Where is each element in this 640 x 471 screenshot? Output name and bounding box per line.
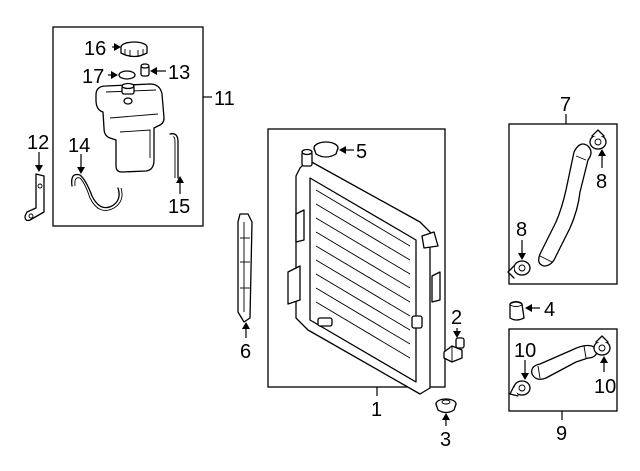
radiator-mount-grommet (435, 398, 457, 414)
callout-8-upper-clamp: 8 (596, 171, 607, 193)
callout-1: 1 (371, 399, 382, 421)
callout-6: 6 (240, 341, 251, 363)
overflow-hose-inner (74, 177, 123, 211)
callout-10-right-clamp: 10 (594, 376, 616, 398)
drain-plug (443, 337, 465, 363)
callout-10-left-clamp: 10 (514, 340, 536, 362)
callout-8-lower-clamp: 8 (516, 219, 527, 241)
reservoir-hose-inner (172, 136, 176, 178)
callout-16: 16 (84, 38, 106, 60)
callout-3: 3 (440, 429, 451, 451)
upper-hose-clamp-bottom (507, 260, 531, 279)
callout-5: 5 (356, 141, 367, 163)
overflow-hose (71, 173, 120, 209)
cap-seal-ring (118, 70, 136, 80)
callout-4: 4 (544, 299, 555, 321)
callout-13: 13 (168, 62, 190, 84)
callout-11: 11 (214, 88, 235, 110)
upper-hose-group-box (508, 123, 618, 285)
callout-9: 9 (556, 423, 567, 445)
radiator (287, 148, 441, 395)
coolant-reservoir (95, 82, 165, 173)
lower-hose-clamp-right (593, 335, 611, 356)
lower-hose-group-box (508, 328, 618, 412)
callout-7: 7 (560, 94, 571, 116)
lower-hose-clamp-left (509, 380, 531, 397)
radiator-side-seal (237, 213, 253, 323)
reservoir-hose (169, 133, 179, 179)
callout-12: 12 (27, 132, 49, 154)
lower-radiator-hose (531, 344, 599, 380)
callout-14: 14 (68, 135, 90, 157)
upper-radiator-hose (538, 143, 592, 267)
reservoir-group-box (52, 26, 204, 227)
radiator-insulator (509, 301, 525, 321)
callout-15: 15 (168, 196, 190, 218)
radiator-group-box (267, 128, 446, 388)
callout-17: 17 (82, 66, 104, 88)
radiator-cap (313, 141, 339, 158)
upper-hose-clamp-top (589, 129, 607, 150)
callout-2: 2 (451, 307, 462, 329)
reservoir-plug (140, 63, 150, 77)
reservoir-cap (120, 41, 148, 58)
reservoir-bracket (24, 173, 45, 222)
